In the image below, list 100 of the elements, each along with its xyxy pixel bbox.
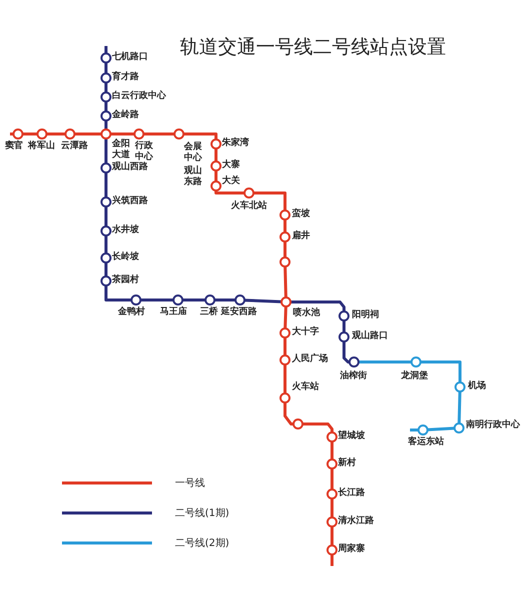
track-line: [330, 468, 334, 490]
track-line: [214, 190, 244, 194]
track-line: [244, 298, 282, 304]
track-line: [182, 298, 206, 302]
station-name: 清水江路: [338, 516, 374, 527]
track-line: [104, 138, 108, 164]
track-line: [104, 286, 132, 302]
station-circle: [134, 128, 144, 140]
station-circle: [326, 544, 338, 556]
station-circle: [326, 432, 338, 442]
station-circle: [338, 310, 350, 322]
track-line: [284, 220, 286, 232]
station-name: 客运东站: [408, 437, 444, 448]
station-circle: [36, 128, 48, 140]
track-line: [342, 342, 350, 364]
station-name: 马王庙: [160, 307, 187, 318]
track-line: [74, 132, 102, 136]
station-circle: [100, 92, 112, 102]
station-circle: [454, 422, 464, 434]
station-name: 南明行政中心: [466, 420, 520, 431]
track-line: [104, 236, 108, 254]
station-name: 油榨街: [340, 371, 367, 382]
station-circle: [280, 328, 290, 338]
track-line: [104, 62, 108, 74]
station-name: 周家寨: [338, 544, 365, 555]
station-name: 龙洞堡: [401, 371, 428, 382]
track-line: [104, 82, 108, 92]
track-line: [140, 298, 174, 302]
track-line: [214, 170, 218, 182]
station-name: 大十字: [292, 327, 319, 338]
track-line: [358, 360, 412, 364]
station-name: 人民广场: [292, 354, 328, 365]
station-circle: [292, 418, 304, 430]
map-title: 轨道交通一号线二号线站点设置: [180, 35, 446, 60]
track-line: [330, 442, 334, 460]
station-circle: [210, 180, 222, 192]
station-name: 蛮坡: [292, 209, 310, 220]
station-circle: [210, 138, 222, 150]
track-line: [342, 320, 346, 332]
station-name: 会展中心: [184, 142, 203, 164]
station-circle: [100, 52, 112, 64]
station-circle: [454, 382, 466, 392]
legend-label: 一号线: [175, 476, 205, 490]
station-circle: [280, 296, 292, 308]
station-name: 大关: [222, 176, 240, 187]
track-line: [284, 402, 294, 426]
station-name: 机场: [468, 381, 486, 392]
track-line: [284, 242, 286, 258]
station-name: 观山路口: [352, 331, 388, 342]
track-line: [104, 102, 108, 112]
station-name: 兴筑西路: [112, 196, 148, 207]
station-circle: [348, 356, 360, 368]
station-circle: [100, 196, 112, 208]
station-name: 三桥: [200, 307, 218, 318]
track-line: [184, 132, 218, 140]
track-line: [104, 262, 108, 276]
station-circle: [338, 332, 350, 342]
station-circle: [100, 110, 112, 122]
station-name: 喷水池: [293, 308, 320, 319]
legend-label: 二号线(2期): [175, 536, 230, 550]
station-circle: [100, 128, 112, 140]
station-circle: [326, 488, 338, 500]
station-name: 水井坡: [112, 225, 139, 236]
station-circle: [280, 210, 290, 220]
station-circle: [280, 256, 290, 268]
station-name: 白云行政中心: [112, 91, 166, 102]
track-line: [254, 192, 286, 210]
station-name: 阳明祠: [352, 310, 379, 321]
station-name: 新村: [338, 458, 356, 469]
station-name: 育才路: [112, 72, 139, 83]
station-circle: [100, 276, 112, 286]
track-line: [284, 306, 288, 329]
station-name: 大寨: [222, 160, 240, 171]
station-name: 火车北站: [231, 201, 267, 212]
station-name: 观山西路: [112, 162, 148, 173]
track-line: [290, 300, 346, 312]
track-line: [46, 132, 66, 136]
track-line: [458, 391, 462, 424]
station-name: 延安西路: [221, 307, 257, 318]
station-name: 长江路: [338, 488, 365, 499]
station-name: 将军山: [28, 141, 55, 152]
track-line: [104, 172, 108, 198]
track-line: [330, 526, 334, 546]
station-circle: [234, 294, 246, 306]
track-line: [110, 132, 134, 136]
track-line: [284, 338, 286, 356]
station-name: 行政中心: [135, 141, 154, 162]
track-line: [144, 132, 174, 136]
station-circle: [100, 72, 112, 84]
station-name: 望城坡: [338, 431, 365, 442]
station-name: 金岭路: [112, 110, 139, 121]
station-circle: [12, 128, 24, 140]
station-name: 扁井: [292, 231, 310, 242]
station-name: 金阳大道: [112, 139, 131, 161]
station-name: 火车站: [292, 382, 319, 393]
station-circle: [100, 252, 112, 264]
station-circle: [172, 294, 184, 306]
station-circle: [100, 226, 112, 236]
station-circle: [210, 160, 222, 172]
station-circle: [204, 294, 216, 306]
